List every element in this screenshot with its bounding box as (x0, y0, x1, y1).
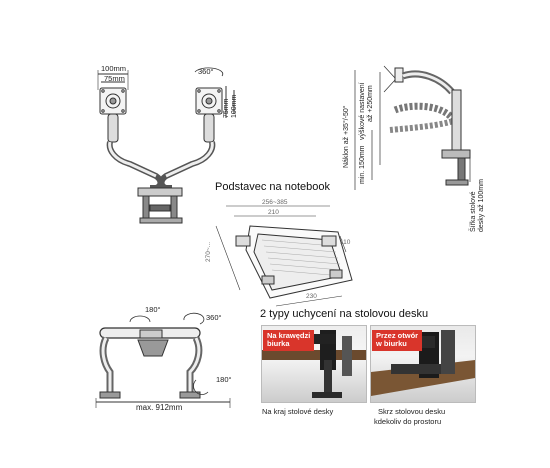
edge-clamp-badge: Na krawędzi biurka (263, 330, 315, 351)
grommet-mount-badge-line2: w biurku (376, 339, 407, 349)
notebook-dim-top-inner: 210 (268, 209, 279, 216)
notebook-dim-left: 270~... (205, 241, 212, 262)
edge-clamp-badge-line1: Na krawędzi (267, 331, 311, 340)
dim-75mm-top: 75mm (104, 74, 125, 83)
rotation-180-bottom: 180° (216, 375, 232, 384)
dim-100mm-top: 100mm (101, 64, 127, 73)
notebook-tray-drawing (215, 205, 353, 307)
notebook-dim-top-range: 256~385 (262, 199, 288, 206)
grommet-caption-line2: kdekoliv do prostoru (374, 417, 442, 426)
grommet-mount-badge-line1: Przez otwór (376, 331, 419, 340)
mounts-section-title: 2 typy uchycení na stolovou desku (260, 308, 429, 320)
tilt-range-label: Náklon až +35°/-50° (343, 105, 350, 168)
min-height-label: min. 150mm (359, 145, 366, 184)
rotation-360-label: 360° (198, 67, 214, 76)
desk-width-label-2: desky až 100mm (478, 179, 485, 232)
front-view-drawing (97, 67, 235, 224)
rotation-180-left: 180° (145, 305, 161, 314)
dim-75mm-side: 75mm (223, 98, 230, 118)
grommet-mount-badge: Przez otwór w biurku (372, 330, 423, 351)
grommet-caption-line1: Skrz stolovou desku (378, 407, 446, 416)
height-adjust-label-2: až +250mm (367, 85, 374, 122)
notebook-dim-right: 110 (340, 239, 351, 246)
desk-width-label-1: Šířka stolové (470, 191, 477, 232)
notebook-section-title: Podstavec na notebook (215, 181, 330, 193)
dim-100mm-side: 100mm (231, 94, 238, 118)
layout-view-drawing (95, 312, 231, 408)
rotation-360-right: 360° (206, 313, 222, 322)
height-adjust-label-1: výškové nastavení (359, 82, 366, 140)
side-view-drawing (354, 65, 471, 190)
max-width-label: max. 912mm (136, 403, 183, 412)
edge-clamp-badge-line2: biurka (267, 339, 290, 349)
notebook-dim-bottom: 230 (306, 293, 317, 300)
edge-clamp-caption: Na kraj stolové desky (262, 407, 334, 416)
